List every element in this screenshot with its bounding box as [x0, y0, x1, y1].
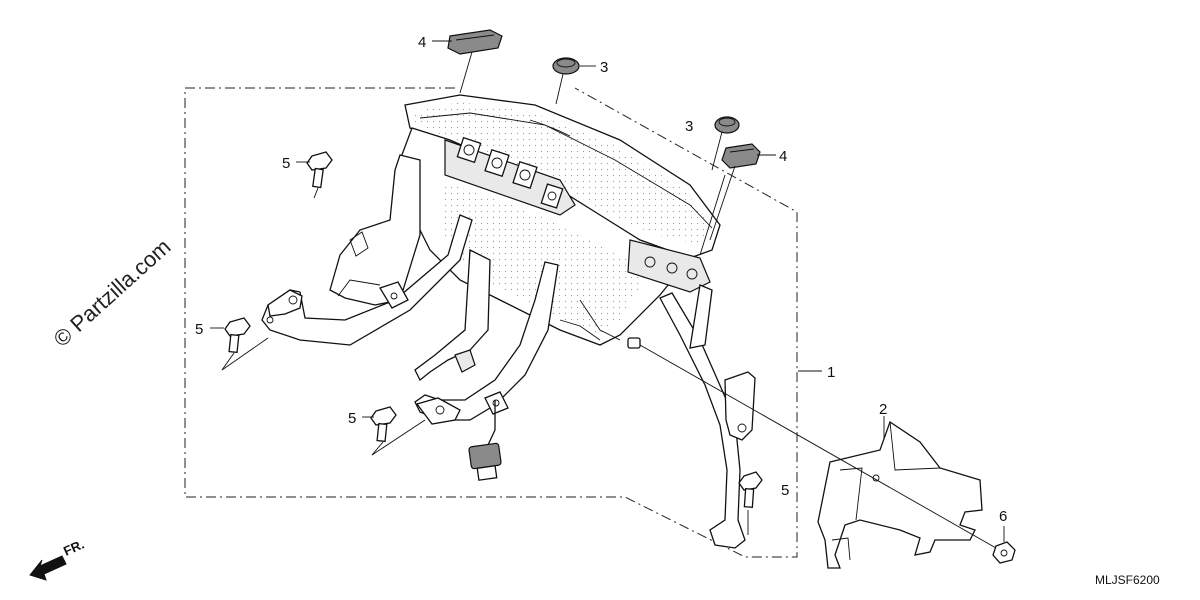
bolt-5-b — [224, 317, 251, 354]
callout-1: 1 — [827, 364, 835, 381]
meter-assembly — [399, 94, 721, 346]
grommet-4-top — [447, 29, 503, 55]
nut-6 — [992, 541, 1016, 564]
connector-row — [444, 136, 576, 216]
bracket-2 — [817, 420, 983, 569]
grommet-3-top — [552, 57, 580, 75]
diagram-code: MLJSF6200 — [1095, 573, 1160, 587]
callout-5-upper-left: 5 — [282, 155, 290, 172]
callout-4-right: 4 — [779, 148, 787, 165]
callout-4-top: 4 — [418, 34, 426, 51]
callout-5-left: 5 — [195, 321, 203, 338]
bolt-5-d — [738, 471, 763, 508]
bolt-5-a — [306, 151, 333, 189]
leader-lines — [210, 40, 1005, 549]
callout-3-top: 3 — [600, 59, 608, 76]
meter-stay — [261, 154, 756, 549]
callout-5-center: 5 — [348, 410, 356, 427]
callout-3-right: 3 — [685, 118, 693, 135]
callout-5-right: 5 — [781, 482, 789, 499]
callout-6: 6 — [999, 508, 1007, 525]
assembly-boundary — [184, 87, 798, 558]
grommet-3-right — [714, 116, 740, 134]
watermark-text: © Partzilla.com — [49, 234, 176, 352]
front-arrow-icon — [29, 555, 67, 581]
front-direction-label: FR. — [61, 537, 86, 559]
bolt-5-c — [370, 406, 397, 443]
grommet-4-right — [721, 143, 761, 169]
callout-2: 2 — [879, 401, 887, 418]
